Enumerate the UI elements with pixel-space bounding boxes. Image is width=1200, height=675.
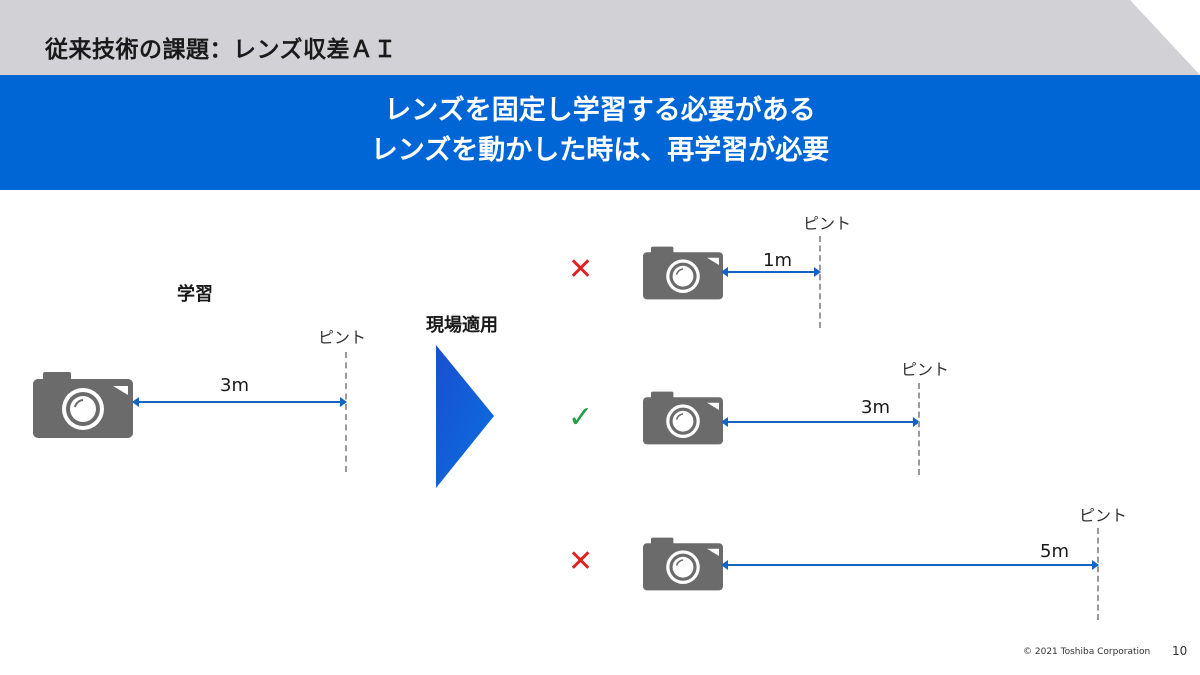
banner-line-1: レンズを固定し学習する必要がある	[384, 95, 816, 126]
apply-label: 現場適用	[426, 315, 498, 336]
ng-mark-icon: ✕	[568, 252, 594, 287]
camera-icon	[643, 246, 723, 300]
distance-label: 1m	[763, 250, 792, 271]
distance-line	[132, 397, 347, 407]
page-number: 10	[1172, 644, 1188, 658]
focus-label: ピント	[803, 214, 852, 233]
focus-line	[1097, 528, 1099, 620]
learning-label: 学習	[177, 284, 213, 305]
distance-line	[721, 417, 920, 427]
distance-label: 3m	[220, 375, 249, 396]
focus-label: ピント	[1079, 506, 1128, 525]
camera-icon	[643, 537, 723, 591]
focus-label: ピント	[318, 328, 367, 347]
focus-label: ピント	[901, 360, 950, 379]
focus-line	[819, 236, 821, 328]
header-notch	[1130, 0, 1200, 75]
distance-label: 3m	[861, 397, 890, 418]
distance-line	[721, 560, 1099, 570]
play-arrow-icon	[436, 345, 494, 488]
banner-line-2: レンズを動かした時は、再学習が必要	[370, 135, 830, 166]
camera-icon	[33, 372, 133, 438]
distance-line	[721, 267, 821, 277]
camera-icon	[643, 391, 723, 445]
copyright: © 2021 Toshiba Corporation	[1023, 647, 1151, 657]
message-banner: レンズを固定し学習する必要がある レンズを動かした時は、再学習が必要	[0, 75, 1200, 190]
ok-check-icon: ✓	[568, 400, 594, 435]
distance-label: 5m	[1040, 541, 1069, 562]
focus-line	[345, 352, 347, 472]
slide-title: 従来技術の課題：レンズ収差ＡＩ	[45, 37, 398, 63]
header-bar	[0, 0, 1200, 75]
ng-mark-icon: ✕	[568, 544, 594, 579]
focus-line	[918, 383, 920, 475]
